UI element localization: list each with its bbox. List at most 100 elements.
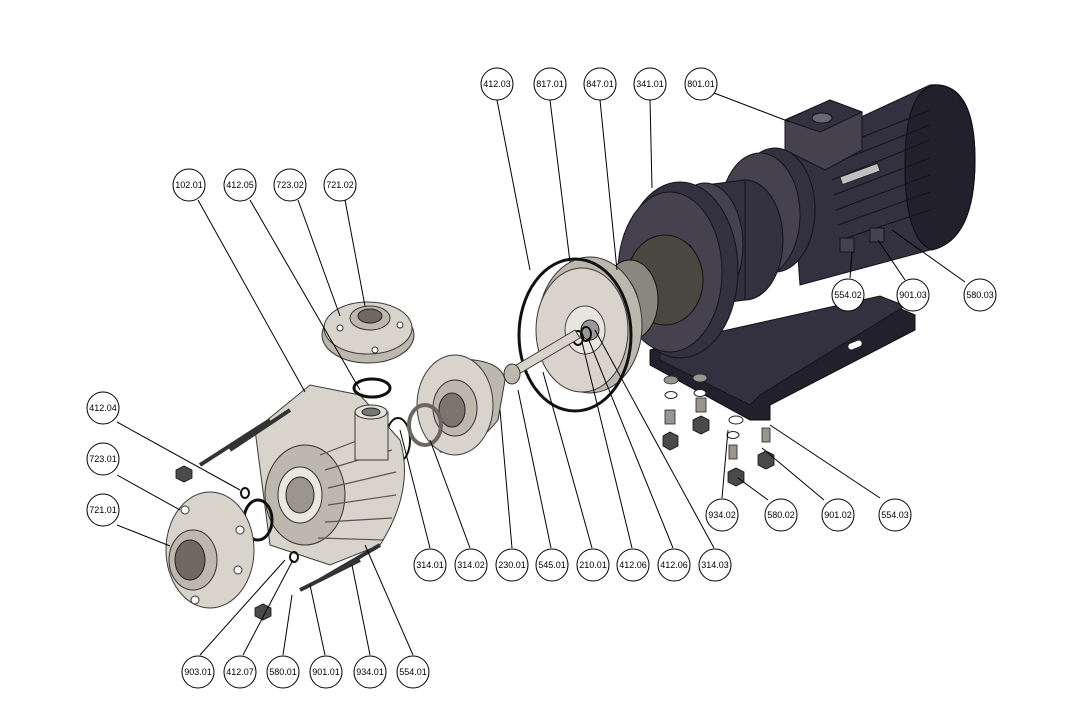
callout-label: 901.01 (312, 667, 340, 677)
callout-580-03: 580.03 (963, 278, 997, 312)
callout-circle (495, 548, 529, 582)
callout-circle (181, 655, 215, 689)
discharge-flange (321, 301, 415, 399)
callout-circle (353, 655, 387, 689)
callout-580-02: 580.02 (764, 498, 798, 532)
callout-412-06: 412.06 (616, 548, 650, 582)
callout-934-02: 934.02 (705, 498, 739, 532)
callout-circle (878, 498, 912, 532)
callout-label: 412.03 (483, 79, 511, 89)
callout-label: 901.02 (824, 510, 852, 520)
callout-label: 412.06 (660, 560, 688, 570)
callout-721-02: 721.02 (323, 168, 357, 202)
callout-circle (86, 442, 120, 476)
callout-circle (831, 278, 865, 312)
callout-circle (454, 548, 488, 582)
callout-801-01: 801.01 (684, 67, 718, 101)
callout-label: 314.03 (701, 560, 729, 570)
callout-circle (821, 498, 855, 532)
callout-label: 412.07 (226, 667, 254, 677)
callout-label: 554.02 (834, 290, 862, 300)
motor-assembly (517, 84, 976, 421)
shaft-impeller (385, 329, 581, 463)
callout-label: 341.01 (636, 79, 664, 89)
callout-314-01: 314.01 (413, 548, 447, 582)
callout-label: 412.05 (226, 180, 254, 190)
callout-label: 210.01 (579, 560, 607, 570)
callout-label: 934.01 (356, 667, 384, 677)
callout-circle (223, 168, 257, 202)
callout-545-01: 545.01 (535, 548, 569, 582)
callout-circle (698, 548, 732, 582)
callout-circle (533, 67, 567, 101)
callout-412-07: 412.07 (223, 655, 257, 689)
callout-circle (764, 498, 798, 532)
callout-412-06: 412.06 (657, 548, 691, 582)
callout-label: 314.01 (416, 560, 444, 570)
callout-721-01: 721.01 (86, 493, 120, 527)
callout-554-02: 554.02 (831, 278, 865, 312)
callout-circle (633, 67, 667, 101)
callout-314-03: 314.03 (698, 548, 732, 582)
callout-934-01: 934.01 (353, 655, 387, 689)
callout-341-01: 341.01 (633, 67, 667, 101)
callout-circle (273, 168, 307, 202)
callout-412-03: 412.03 (480, 67, 514, 101)
callout-817-01: 817.01 (533, 67, 567, 101)
callout-label: 817.01 (536, 79, 564, 89)
callout-circle (223, 655, 257, 689)
callout-label: 580.02 (767, 510, 795, 520)
callout-412-04: 412.04 (86, 391, 120, 425)
callout-554-01: 554.01 (396, 655, 430, 689)
callout-label: 580.01 (269, 667, 297, 677)
callout-label: 934.02 (708, 510, 736, 520)
callout-circle (396, 655, 430, 689)
callout-label: 554.03 (881, 510, 909, 520)
callout-circle (86, 391, 120, 425)
callout-circle (576, 548, 610, 582)
callout-label: 412.04 (89, 403, 117, 413)
callout-label: 903.01 (184, 667, 212, 677)
callout-412-05: 412.05 (223, 168, 257, 202)
callout-label: 314.02 (457, 560, 485, 570)
callout-554-03: 554.03 (878, 498, 912, 532)
callout-circle (413, 548, 447, 582)
callout-723-02: 723.02 (273, 168, 307, 202)
callout-903-01: 903.01 (181, 655, 215, 689)
callout-circle (86, 493, 120, 527)
callout-label: 102.01 (175, 180, 203, 190)
suction-flange (165, 491, 255, 609)
callout-circle (535, 548, 569, 582)
callout-label: 723.02 (276, 180, 304, 190)
callout-847-01: 847.01 (583, 67, 617, 101)
callout-circle (963, 278, 997, 312)
callout-210-01: 210.01 (576, 548, 610, 582)
pump-casing (175, 384, 405, 621)
callout-label: 721.02 (326, 180, 354, 190)
callout-314-02: 314.02 (454, 548, 488, 582)
bracket-fasteners (662, 373, 775, 487)
callout-label: 801.01 (687, 79, 715, 89)
callout-label: 412.06 (619, 560, 647, 570)
callout-circle (896, 278, 930, 312)
callout-901-01: 901.01 (309, 655, 343, 689)
callout-label: 721.01 (89, 505, 117, 515)
callout-circle (583, 67, 617, 101)
callout-circle (705, 498, 739, 532)
callout-label: 230.01 (498, 560, 526, 570)
callout-labels: 412.03 817.01 847.01 341.01 801.01 102.01 412.… (86, 67, 997, 689)
callout-circle (266, 655, 300, 689)
callout-circle (616, 548, 650, 582)
callout-label: 554.01 (399, 667, 427, 677)
leader-lines (116, 92, 966, 656)
callout-label: 901.03 (899, 290, 927, 300)
callout-circle (172, 168, 206, 202)
callout-580-01: 580.01 (266, 655, 300, 689)
callout-circle (323, 168, 357, 202)
callout-label: 580.03 (966, 290, 994, 300)
callout-circle (657, 548, 691, 582)
callout-circle (684, 67, 718, 101)
callout-label: 545.01 (538, 560, 566, 570)
callout-label: 723.01 (89, 454, 117, 464)
